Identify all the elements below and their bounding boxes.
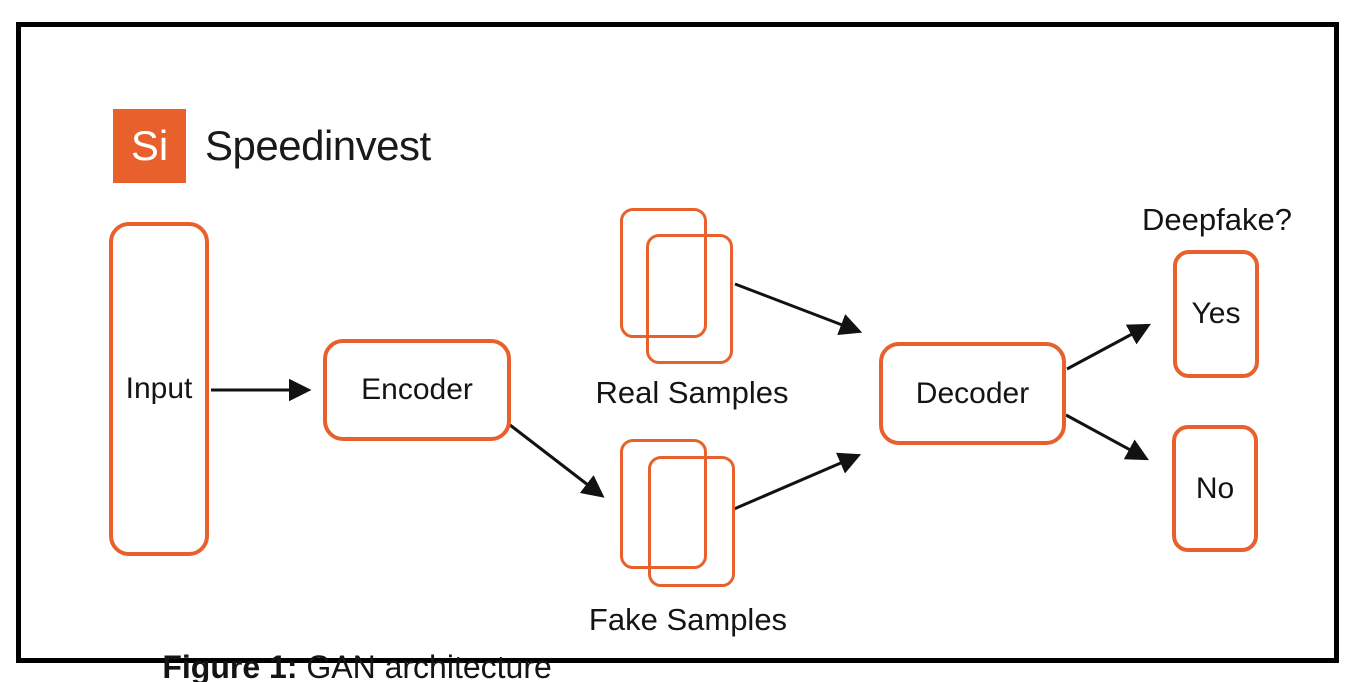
- figure-frame: Si Speedinvest Input Encoder: [16, 22, 1339, 682]
- figure-caption-text: GAN architecture: [297, 649, 552, 682]
- yes-node: Yes: [1173, 250, 1259, 378]
- input-node: Input: [109, 222, 209, 556]
- arrow-encoder-to-fake-samples: [509, 423, 605, 498]
- decoder-node-label: Decoder: [915, 376, 1030, 410]
- yes-node-label: Yes: [1191, 297, 1241, 330]
- encoder-node-label: Encoder: [361, 373, 473, 406]
- real-samples-card-front: [646, 234, 733, 364]
- arrow-fake-samples-to-decoder: [733, 452, 862, 511]
- logo-monogram: Si: [130, 122, 169, 169]
- figure-caption-label: Figure 1:: [162, 649, 298, 682]
- no-node-label: No: [1195, 471, 1235, 505]
- decoder-node: Decoder: [879, 342, 1066, 445]
- arrow-decoder-to-no: [1065, 413, 1149, 461]
- real-samples-label: Real Samples: [595, 375, 789, 410]
- arrow-real-samples-to-decoder: [734, 282, 863, 336]
- real-samples-card-back: [620, 208, 707, 338]
- fake-samples-card-back: [620, 439, 707, 569]
- figure-caption: Figure 1: GAN architecture: [109, 612, 552, 682]
- arrow-decoder-to-yes: [1066, 323, 1151, 371]
- deepfake-question-label: Deepfake?: [1142, 202, 1292, 237]
- input-node-label: Input: [125, 372, 193, 405]
- fake-samples-card-front: [648, 456, 735, 587]
- encoder-node: Encoder: [323, 339, 511, 441]
- brand-name-text: Speedinvest: [205, 122, 431, 169]
- fake-samples-label: Fake Samples: [588, 602, 788, 637]
- no-node: No: [1172, 425, 1258, 552]
- speedinvest-logo-icon: Si: [113, 109, 186, 183]
- brand-name: Speedinvest: [205, 109, 431, 183]
